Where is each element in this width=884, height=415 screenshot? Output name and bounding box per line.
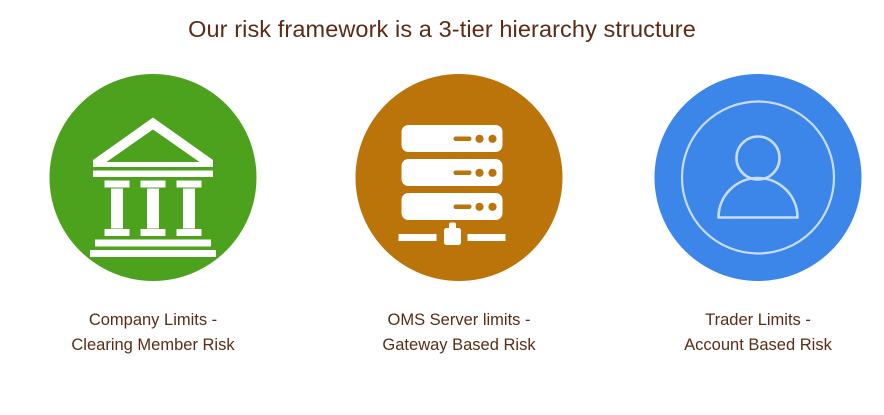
- caption-line-1: Company Limits -: [88, 311, 218, 329]
- caption-line-1: OMS Server limits -: [387, 311, 531, 329]
- tier-icon-badge-company-limits[interactable]: [49, 74, 257, 281]
- caption-line-2: Gateway Based Risk: [382, 336, 536, 354]
- tier-caption-trader-limits: Trader Limits - Account Based Risk: [610, 308, 884, 358]
- tier-item-company-limits[interactable]: Company Limits - Clearing Member Risk: [5, 74, 301, 374]
- caption-line-1: Trader Limits -: [705, 311, 811, 329]
- tier-caption-company-limits: Company Limits - Clearing Member Risk: [5, 308, 301, 358]
- bank-building-icon: [90, 117, 216, 257]
- caption-line-2: Account Based Risk: [684, 336, 832, 354]
- server-rack-icon: [398, 125, 506, 245]
- tier-icon-badge-trader-limits[interactable]: [654, 74, 862, 281]
- user-person-icon: [680, 100, 836, 255]
- tier-caption-oms-server-limits: OMS Server limits - Gateway Based Risk: [311, 308, 607, 358]
- caption-line-2: Clearing Member Risk: [71, 336, 235, 354]
- page-title: Our risk framework is a 3-tier hierarchy…: [188, 16, 696, 42]
- tier-icon-badge-oms-server-limits[interactable]: [355, 74, 563, 281]
- tier-columns: Company Limits - Clearing Member Risk: [0, 74, 884, 374]
- tier-item-trader-limits[interactable]: Trader Limits - Account Based Risk: [610, 74, 884, 374]
- tier-item-oms-server-limits[interactable]: OMS Server limits - Gateway Based Risk: [311, 74, 607, 374]
